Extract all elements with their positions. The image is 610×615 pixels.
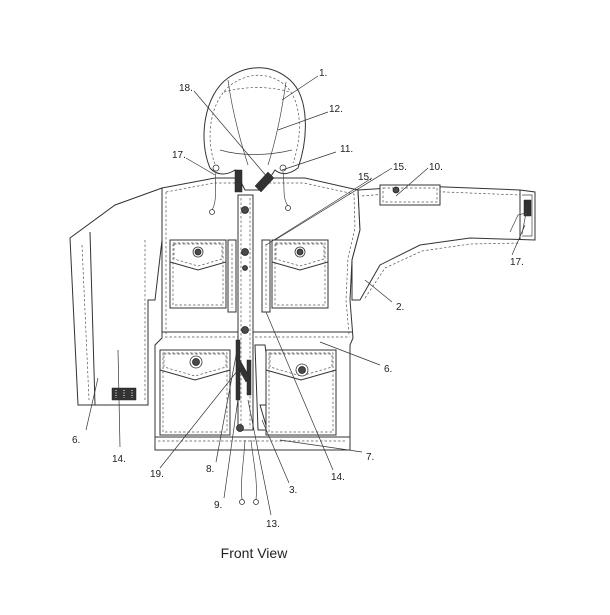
callout-label: 12. bbox=[329, 104, 343, 115]
callout-label: 15. bbox=[393, 162, 407, 173]
hem-drawcord bbox=[239, 439, 259, 505]
callout-label: 17. bbox=[510, 257, 524, 268]
callout-label: 10. bbox=[429, 162, 443, 173]
right-sleeve bbox=[351, 184, 536, 301]
callout-label: 19. bbox=[150, 469, 164, 480]
callout-label: 13. bbox=[266, 519, 280, 530]
callout-label: 2. bbox=[396, 302, 404, 313]
callout-label: 7. bbox=[366, 452, 374, 463]
callout-label: 11. bbox=[340, 144, 353, 155]
callout-label: 15. bbox=[358, 172, 372, 183]
left-cuff-tab bbox=[111, 387, 137, 401]
lower-pocket-right bbox=[265, 349, 337, 436]
chest-pocket-left bbox=[169, 239, 237, 313]
callout-label: 3. bbox=[289, 485, 297, 496]
callout-label: 6. bbox=[384, 364, 392, 375]
callout-label: 14. bbox=[112, 454, 126, 465]
callout-label: 17. bbox=[172, 150, 186, 161]
callout-label: 1. bbox=[319, 68, 327, 79]
view-caption: Front View bbox=[221, 545, 289, 561]
callout-label: 8. bbox=[206, 464, 214, 475]
left-sleeve bbox=[69, 187, 163, 406]
callout-labels: 1. 2. 3. 6. 6. 7. 8. 9. 10. 11. 12. 13. … bbox=[72, 68, 524, 530]
callout-label: 9. bbox=[214, 500, 222, 511]
callout-label: 6. bbox=[72, 435, 80, 446]
chest-pocket-right bbox=[261, 239, 329, 313]
callout-label: 18. bbox=[179, 83, 193, 94]
hood bbox=[203, 67, 306, 215]
callout-label: 14. bbox=[331, 472, 345, 483]
leader-lines bbox=[85, 75, 526, 516]
lower-pocket-left bbox=[159, 349, 231, 436]
